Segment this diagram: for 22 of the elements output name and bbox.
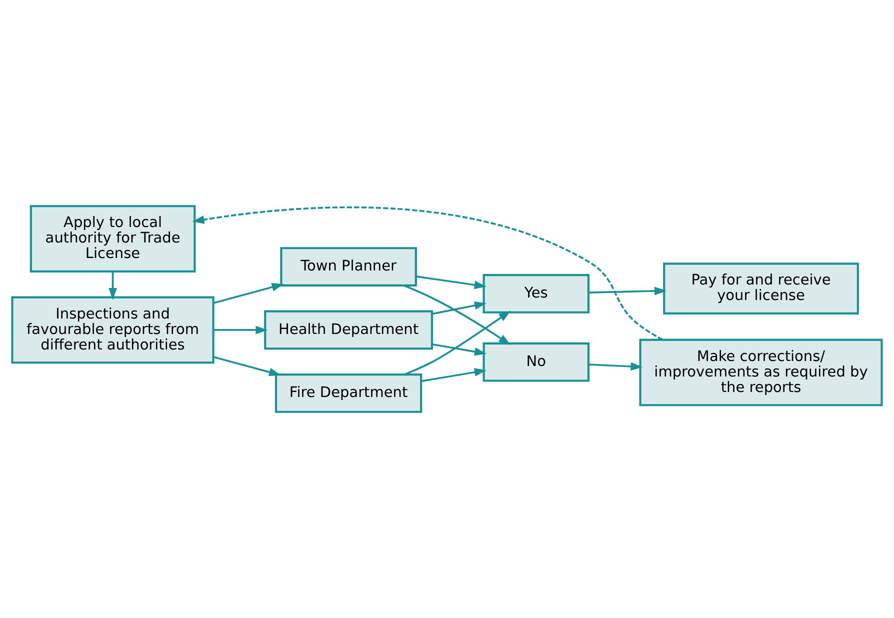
- arrow: [416, 276, 486, 290]
- node-box: Fire Department: [274, 374, 422, 413]
- arrow: [108, 272, 117, 300]
- node-box: Apply to local authority for Trade License: [30, 205, 196, 272]
- node-box: No: [482, 342, 590, 382]
- node-box: Town Planner: [280, 247, 417, 286]
- arrow: [432, 343, 487, 356]
- arrow: [588, 286, 667, 296]
- arrow: [404, 284, 511, 345]
- node-box: Pay for and receive your license: [663, 262, 859, 314]
- arrow: [404, 310, 511, 376]
- arrow: [432, 301, 487, 315]
- node-box: Inspections and favourable reports from different authorities: [11, 296, 214, 364]
- arrow: [421, 368, 486, 382]
- node-box: Health Department: [264, 310, 434, 350]
- arrow: [213, 283, 284, 304]
- arrow: [192, 206, 664, 340]
- arrow: [214, 326, 268, 334]
- arrow: [588, 362, 643, 371]
- arrow: [213, 356, 282, 376]
- node-box: Make corrections/ improvements as required by the reports: [639, 338, 883, 406]
- node-box: Yes: [482, 274, 590, 314]
